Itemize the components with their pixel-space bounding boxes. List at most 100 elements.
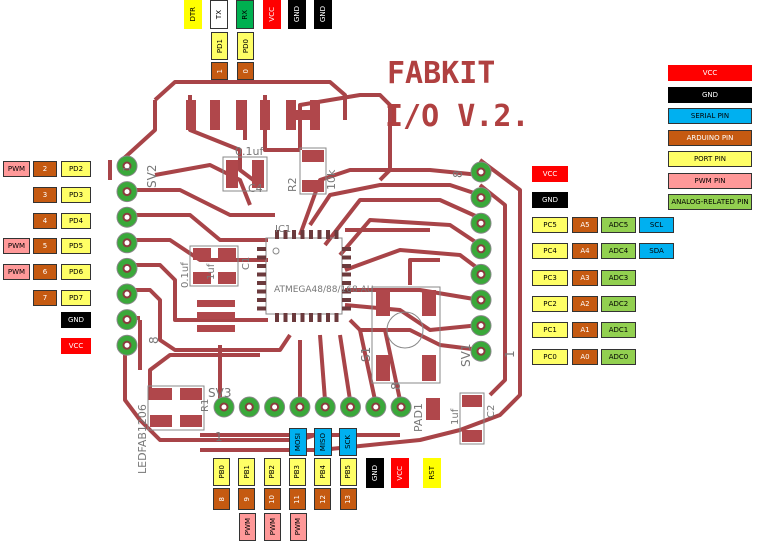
bottom-gnd-text: GND xyxy=(371,464,379,482)
c2-value-label: 1uf xyxy=(450,408,461,425)
right-serial-scl-text: SCL xyxy=(649,221,664,229)
right-arduino-pin-a4-text: A4 xyxy=(580,247,590,256)
legend-item-gnd-text: GND xyxy=(701,90,719,99)
right-arduino-pin-a0-text: A0 xyxy=(580,352,590,361)
ic-pin xyxy=(342,306,351,311)
sv1-pin1-label: 1 xyxy=(503,350,517,358)
c1-value-label: 0.1uf xyxy=(180,262,191,288)
legend-item-port-pin: PORT PIN xyxy=(668,151,752,167)
legend-item-arduino-pin-text: ARDUINO PIN xyxy=(686,133,734,142)
bottom-arduino-pin-12: 12 xyxy=(314,488,332,510)
sv1-pin xyxy=(470,161,492,183)
right-port-pc4: PC4 xyxy=(532,243,568,260)
bottom-pwm-9: PWM xyxy=(239,513,256,541)
c2-label: C2 xyxy=(486,405,497,418)
bottom-port-pb2-text: PB2 xyxy=(268,465,277,479)
sv2-pin xyxy=(116,181,138,203)
legend-item-port-pin-text: PORT PIN xyxy=(693,155,727,163)
s1-label: S1 xyxy=(359,347,373,362)
ic-pin xyxy=(300,230,305,239)
board-title-line1: FABKIT xyxy=(387,56,496,91)
c3-value-label: 1uf xyxy=(206,263,217,280)
right-analog-adc0: ADC0 xyxy=(601,348,636,365)
top-arduino-pin-0-text: 0 xyxy=(241,68,250,74)
right-port-pc0-text: PC0 xyxy=(543,352,557,361)
top-signal-dtr: DTR xyxy=(184,0,202,29)
top-signal-gnd: GND xyxy=(288,0,306,29)
ic-pin xyxy=(342,298,351,302)
right-analog-adc5: ADC5 xyxy=(601,217,636,233)
right-analog-adc1-text: ADC1 xyxy=(608,326,629,335)
top-arduino-pin-1-text: 1 xyxy=(215,68,224,74)
right-port-pc4-text: PC4 xyxy=(543,247,557,256)
ic-pin xyxy=(283,230,288,239)
right-arduino-pin-a5-text: A5 xyxy=(580,221,590,229)
ic-pin xyxy=(275,230,279,239)
board-title-line2: I/O V.2. xyxy=(385,99,530,134)
left-pwm-6: PWM xyxy=(3,264,30,281)
right-arduino-pin-a2: A2 xyxy=(572,295,598,312)
ic-pin xyxy=(300,313,305,322)
left-port-pd5: PD5 xyxy=(61,238,91,255)
left-port-pd3-text: PD3 xyxy=(68,190,84,199)
sv1-pin xyxy=(470,263,492,285)
left-pwm-5-text: PWM xyxy=(7,242,26,251)
r1-label: R1 xyxy=(200,399,211,412)
bottom-arduino-pin-13: 13 xyxy=(339,488,357,510)
bottom-pwm-10: PWM xyxy=(264,513,282,541)
ic-pin xyxy=(342,264,351,268)
left-pwm-6-text: PWM xyxy=(7,268,26,277)
top-signal-tx-text: TX xyxy=(215,9,223,20)
top-signal-rx-text: RX xyxy=(241,9,249,20)
left-vcc-text: VCC xyxy=(68,342,84,350)
top-arduino-pin-0: 0 xyxy=(237,62,254,80)
ic-pin xyxy=(326,313,330,322)
bottom-arduino-pin-8-text: 8 xyxy=(217,496,226,502)
bottom-arduino-pin-10: 10 xyxy=(263,488,281,510)
left-arduino-pin-5: 5 xyxy=(33,238,57,255)
left-vcc: VCC xyxy=(61,338,91,354)
sv1-pin xyxy=(470,289,492,311)
bottom-arduino-pin-9: 9 xyxy=(238,488,256,510)
right-analog-adc2: ADC2 xyxy=(601,295,636,312)
r2-value-label: 10k xyxy=(325,169,338,190)
bottom-spi-mosi-text: MOSI xyxy=(294,432,302,452)
left-arduino-pin-2: 2 xyxy=(33,161,57,177)
ic-pin xyxy=(257,272,266,277)
bottom-spi-mosi: MOSI xyxy=(289,428,307,456)
bottom-port-pb0-text: PB0 xyxy=(217,465,226,479)
sv2-pin xyxy=(116,334,138,356)
sv2-pin1-label: 1 xyxy=(122,166,133,172)
right-serial-sda-text: SDA xyxy=(649,247,664,256)
ic-pin xyxy=(317,230,322,239)
sv1-pin xyxy=(470,187,492,209)
legend-item-vcc: VCC xyxy=(668,65,752,81)
ic-pin xyxy=(317,313,322,322)
left-port-pd4: PD4 xyxy=(61,212,91,229)
top-signal-gnd-text: GND xyxy=(319,6,327,23)
left-port-pd4-text: PD4 xyxy=(68,216,84,225)
right-port-pc0: PC0 xyxy=(532,348,568,365)
left-arduino-pin-2-text: 2 xyxy=(42,165,48,173)
legend-item-arduino-pin: ARDUINO PIN xyxy=(668,129,752,146)
right-port-pc5: PC5 xyxy=(532,217,568,233)
bottom-port-pb1: PB1 xyxy=(238,458,256,486)
right-serial-scl: SCL xyxy=(639,217,674,233)
top-signal-dtr-text: DTR xyxy=(189,7,197,22)
left-arduino-pin-7-text: 7 xyxy=(42,294,48,302)
right-arduino-pin-a4: A4 xyxy=(572,243,598,260)
sv1-pin xyxy=(470,238,492,260)
bottom-port-pb5: PB5 xyxy=(339,458,357,486)
sv3-pin8-label: 8 xyxy=(389,382,403,390)
left-port-pd2: PD2 xyxy=(61,161,91,177)
sv1-pin8-label: 8 xyxy=(451,170,465,178)
bottom-rst: RST xyxy=(423,458,441,488)
sv3-pin xyxy=(264,396,286,418)
ic-pin xyxy=(342,255,351,260)
right-arduino-pin-a2-text: A2 xyxy=(580,299,590,308)
top-port-pd0: PD0 xyxy=(237,32,254,60)
sv2-label: SV2 xyxy=(145,165,159,188)
sv1-pin xyxy=(470,212,492,234)
right-arduino-pin-a3: A3 xyxy=(572,269,598,286)
